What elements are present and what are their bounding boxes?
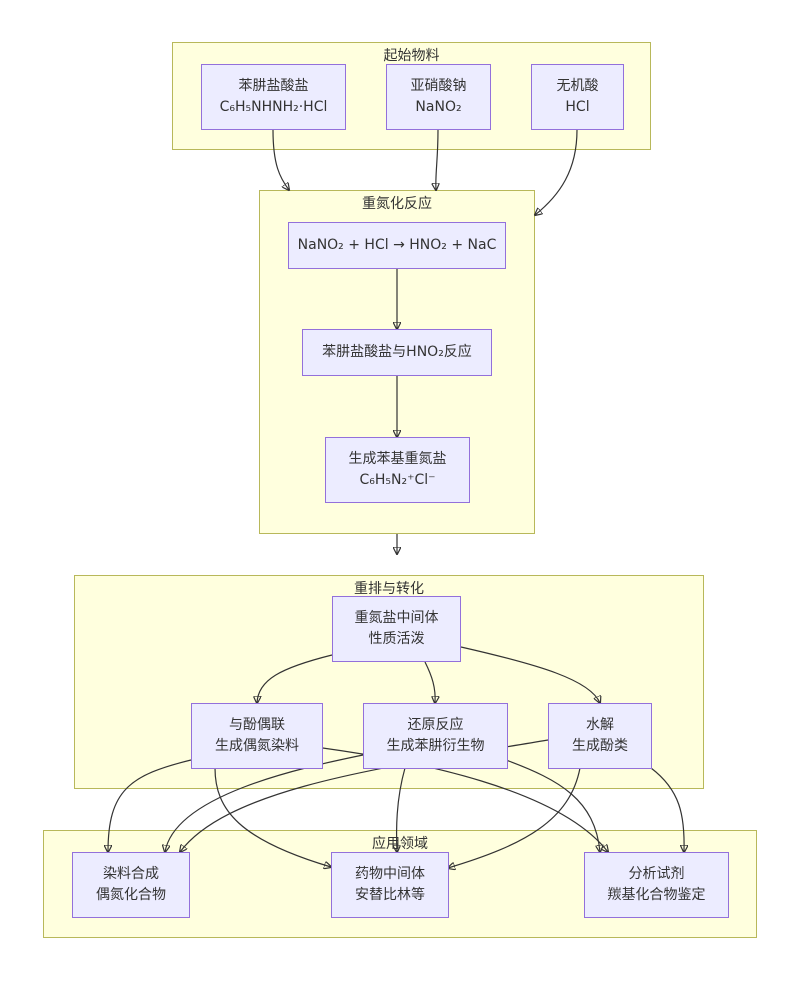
node-label: 药物中间体 [355,866,425,882]
cluster-title: 应用领域 [372,836,428,852]
node-label: 分析试剂 [628,866,685,882]
node-label: 生成苯基重氮盐 [348,451,447,467]
node-label: 苯肼盐酸盐 [238,78,309,94]
node-formula: NaNO₂ [415,99,462,115]
node-label: 重氮盐中间体 [354,610,439,626]
node-dye-synthesis: 染料合成 偶氮化合物 [72,852,190,918]
node-equation: NaNO₂ + HCl → HNO₂ + NaC [288,222,506,269]
node-formula: C₆H₅NHNH₂·HCl [219,99,328,115]
node-drug-intermediate: 药物中间体 安替比林等 [331,852,449,918]
node-label-2: 安替比林等 [355,887,425,903]
node-label: 与酚偶联 [229,717,285,733]
node-label: 染料合成 [103,866,159,882]
node-label-2: 生成苯肼衍生物 [386,738,485,754]
node-formula: C₆H₅N₂⁺Cl⁻ [359,472,436,488]
node-reduction: 还原反应 生成苯肼衍生物 [363,703,508,769]
node-diazonium-salt: 生成苯基重氮盐 C₆H₅N₂⁺Cl⁻ [325,437,470,503]
node-label: 亚硝酸钠 [410,78,467,94]
cluster-title: 重排与转化 [354,581,424,597]
node-sodium-nitrite: 亚硝酸钠 NaNO₂ [386,64,491,130]
cluster-title: 重氮化反应 [362,196,432,212]
node-label: 无机酸 [556,78,599,94]
node-analytical-reagent: 分析试剂 羰基化合物鉴定 [584,852,729,918]
node-label-2: 生成偶氮染料 [215,738,299,754]
node-label-2: 偶氮化合物 [96,887,166,903]
node-reaction: 苯肼盐酸盐与HNO₂反应 [302,329,492,376]
node-phenylhydrazine-hcl: 苯肼盐酸盐 C₆H₅NHNH₂·HCl [201,64,346,130]
node-diazonium-intermediate: 重氮盐中间体 性质活泼 [332,596,461,662]
node-label-2: 性质活泼 [368,631,425,647]
node-label: NaNO₂ + HCl → HNO₂ + NaC [297,237,497,253]
cluster-title: 起始物料 [383,48,440,64]
node-label-2: 生成酚类 [572,738,628,754]
node-label: 还原反应 [407,717,464,733]
node-formula: HCl [565,99,590,115]
node-label: 苯肼盐酸盐与HNO₂反应 [322,344,472,360]
node-inorganic-acid: 无机酸 HCl [531,64,624,130]
node-label: 水解 [586,717,614,733]
node-phenol-coupling: 与酚偶联 生成偶氮染料 [191,703,323,769]
node-hydrolysis: 水解 生成酚类 [548,703,652,769]
node-label-2: 羰基化合物鉴定 [607,887,706,903]
